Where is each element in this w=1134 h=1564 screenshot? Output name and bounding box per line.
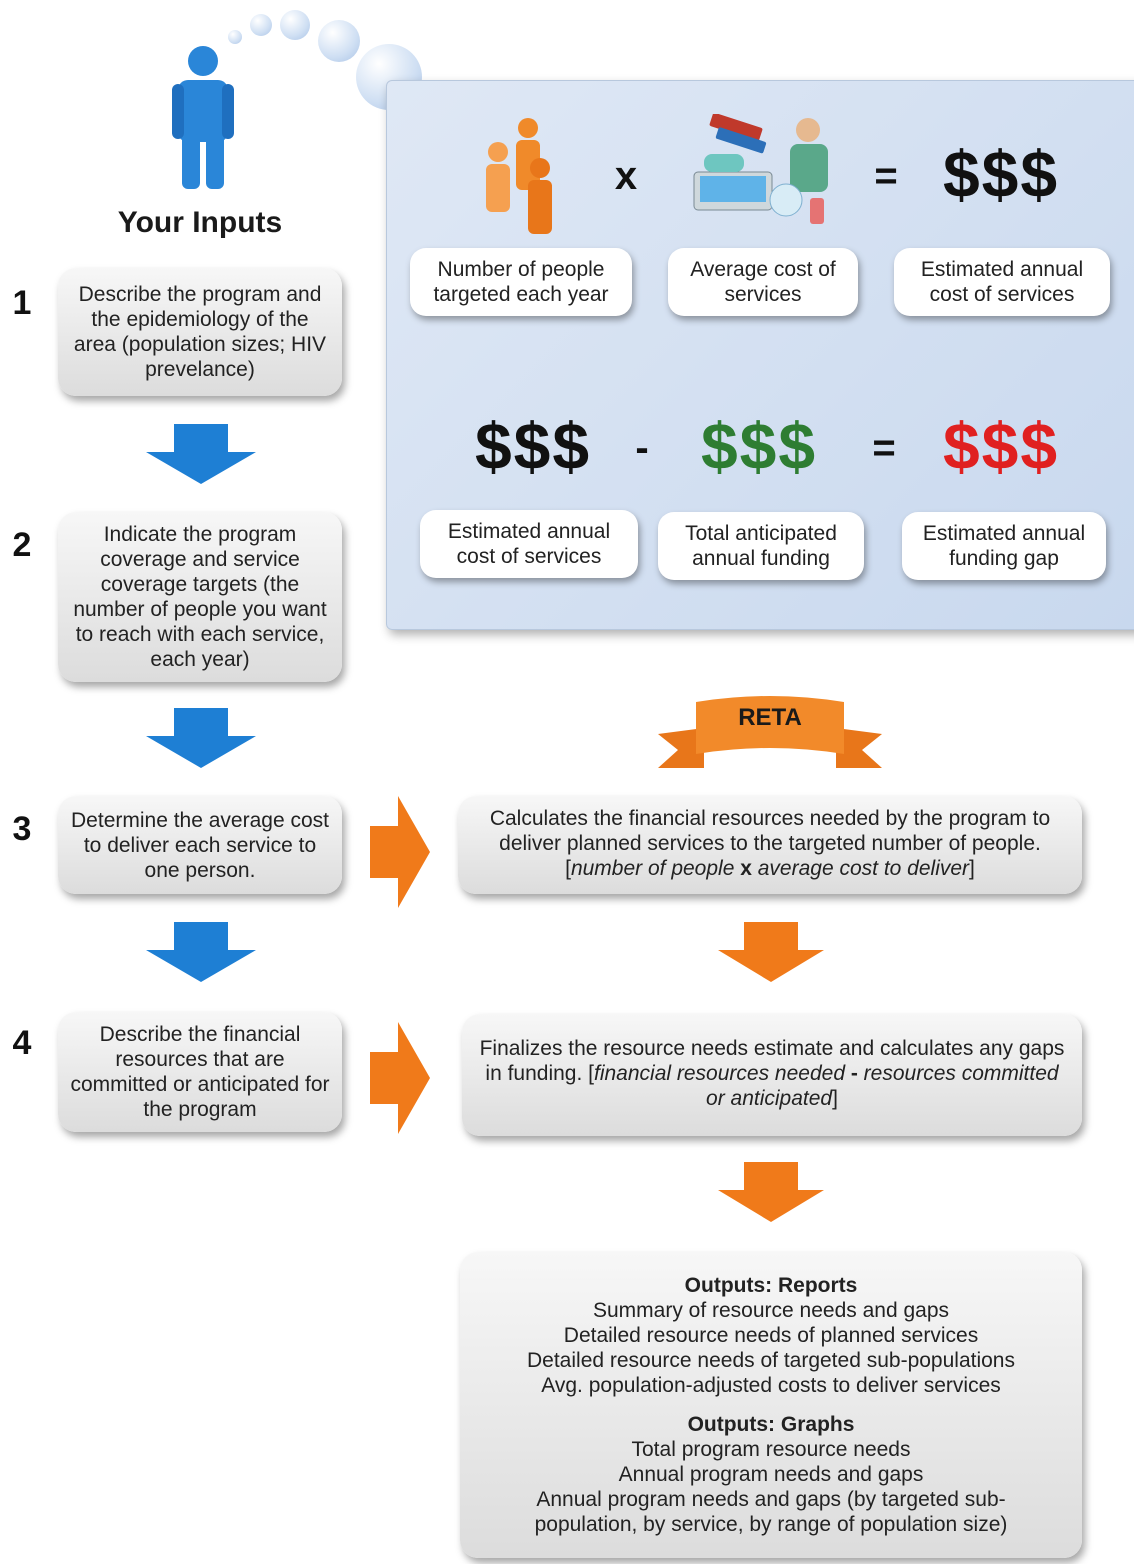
calculation-formula-open: [ [565,857,571,880]
step-4-box: Describe the financial resources that ar… [58,1012,342,1132]
right-arrow-icon [370,796,430,908]
outputs-graphs-title: Outputs: Graphs [687,1413,855,1436]
label-estimated-funding-gap: Estimated annual funding gap [902,512,1106,580]
report-item: Detailed resource needs of planned servi… [563,1324,979,1347]
finalize-formula-operator: - [845,1062,864,1085]
step-2-box: Indicate the program coverage and servic… [58,512,342,682]
calculation-formula-people: number of people [570,857,735,880]
finalize-formula-committed: resources committed or anticipated [706,1062,1059,1110]
reta-banner [658,696,882,768]
label-estimated-annual-cost: Estimated annual cost of services [894,248,1110,316]
calculation-formula-operator: x [734,857,758,880]
report-item: Avg. population-adjusted costs to delive… [541,1374,1001,1397]
report-item: Detailed resource needs of targeted sub-… [527,1349,1015,1372]
equals-operator: = [874,154,898,198]
calculation-text: Calculates the financial resources neede… [489,807,1051,855]
step-number-3: 3 [12,810,32,848]
person-icon [172,46,234,189]
down-arrow-icon [146,708,256,768]
finalize-text: Finalizes the resource needs estimate an… [479,1037,1065,1085]
reta-banner-label: RETA [738,704,802,731]
equals-operator: = [872,426,896,470]
finalize-formula-open: [ [582,1062,594,1085]
reta-calculation-box: Calculates the financial resources neede… [458,796,1082,894]
inputs-title: Your Inputs [117,206,283,239]
graph-item: Annual program needs and gaps (by target… [534,1488,1008,1536]
step-number-2: 2 [12,526,32,564]
down-arrow-icon [146,922,256,982]
outputs-box: Outputs: Reports Summary of resource nee… [460,1252,1082,1558]
reta-finalize-box: Finalizes the resource needs estimate an… [462,1014,1082,1136]
label-people-targeted: Number of people targeted each year [410,248,632,316]
thought-bubble-1 [228,30,242,44]
outputs-reports-title: Outputs: Reports [684,1274,858,1297]
step-1-box: Describe the program and the epidemiolog… [58,268,342,396]
down-arrow-icon [718,922,824,982]
gap-result-symbol: $$$ [942,409,1060,483]
right-arrow-icon [370,1022,430,1134]
label-total-anticipated-funding: Total anticipated annual funding [658,512,864,580]
step-number-1: 1 [12,284,32,322]
step-number-4: 4 [12,1024,32,1062]
cost-result-symbol: $$$ [942,137,1060,211]
down-arrow-icon [718,1162,824,1222]
step-3-box: Determine the average cost to deliver ea… [58,796,342,894]
label-average-cost: Average cost of services [668,248,858,316]
down-arrow-icon [146,424,256,484]
calculation-formula-close: ] [969,857,975,880]
thought-bubble-2 [250,14,272,36]
thought-bubble-3 [280,10,310,40]
graph-item: Total program resource needs [631,1438,911,1461]
report-item: Summary of resource needs and gaps [592,1299,950,1322]
finalize-formula-needed: financial resources needed [594,1062,845,1085]
people-group-icon [486,118,552,234]
thought-bubble-4 [318,20,360,62]
finalize-formula-close: ] [832,1087,838,1110]
minus-operator: - [635,426,649,470]
calculation-formula-cost: average cost to deliver [757,857,970,880]
cost-term-symbol: $$$ [474,409,592,483]
multiply-operator: x [614,154,638,198]
services-illustration-icon [693,114,828,224]
label-estimated-annual-cost-2: Estimated annual cost of services [420,510,638,578]
funding-term-symbol: $$$ [700,409,818,483]
graph-item: Annual program needs and gaps [618,1463,924,1486]
